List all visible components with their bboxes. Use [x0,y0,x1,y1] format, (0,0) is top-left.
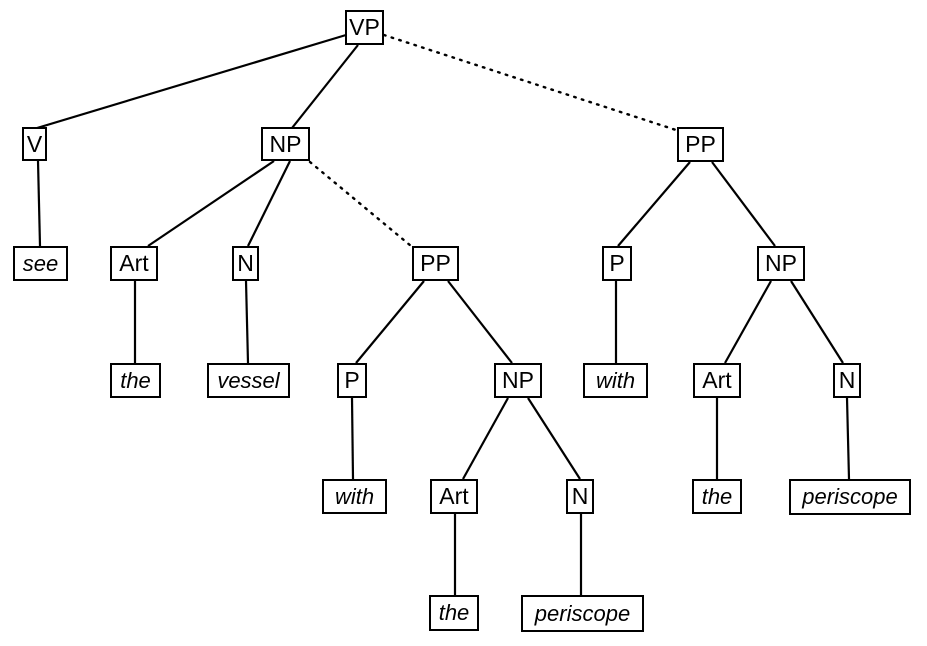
category-node-n-right: N [833,363,861,398]
tree-edge-n1-to-vessel [244,280,250,364]
tree-edge-pp-mid-to-p-mid [355,280,425,364]
terminal-node-see: see [13,246,68,281]
tree-edge-vp-to-v [36,33,347,130]
tree-edge-pp-mid-to-np-mid [447,280,513,364]
category-node-n-mid: N [566,479,594,514]
tree-edge-np-right-to-art-right [724,280,772,364]
terminal-node-the-mid: the [429,595,479,631]
tree-edge-np1-to-pp-mid [308,160,413,248]
tree-edge-vp-to-np1 [291,44,359,129]
category-node-vp: VP [345,10,384,45]
tree-edge-np-mid-to-art-mid [462,397,509,480]
tree-edge-pp-right-to-np-right [711,161,776,247]
category-node-p-right: P [602,246,632,281]
tree-edge-np1-to-art1 [147,160,275,247]
category-node-art-right: Art [693,363,741,398]
terminal-node-peri-mid: periscope [521,595,644,632]
category-node-np-right: NP [757,246,805,281]
tree-edge-n-right-to-peri-right [845,397,851,480]
category-node-art1: Art [110,246,158,281]
terminal-node-the-right: the [692,479,742,514]
tree-edge-v-to-see [36,160,42,247]
category-node-p-mid: P [337,363,367,398]
tree-edge-pp-right-to-p-right [617,161,691,247]
category-node-n1: N [232,246,259,281]
tree-edge-np-right-to-n-right [790,280,844,364]
terminal-node-with-right: with [583,363,648,398]
category-node-np1: NP [261,127,310,161]
tree-edge-vp-to-pp-right [382,33,678,132]
category-node-v: V [22,127,47,161]
tree-edge-p-mid-to-with-mid [350,397,355,480]
category-node-pp-right: PP [677,127,724,162]
category-node-art-mid: Art [430,479,478,514]
terminal-node-with-mid: with [322,479,387,514]
tree-edge-np-mid-to-n-mid [527,397,581,480]
terminal-node-the1: the [110,363,161,398]
terminal-node-vessel: vessel [207,363,290,398]
category-node-pp-mid: PP [412,246,459,281]
terminal-node-peri-right: periscope [789,479,911,515]
tree-edge-np1-to-n1 [247,160,291,247]
category-node-np-mid: NP [494,363,542,398]
